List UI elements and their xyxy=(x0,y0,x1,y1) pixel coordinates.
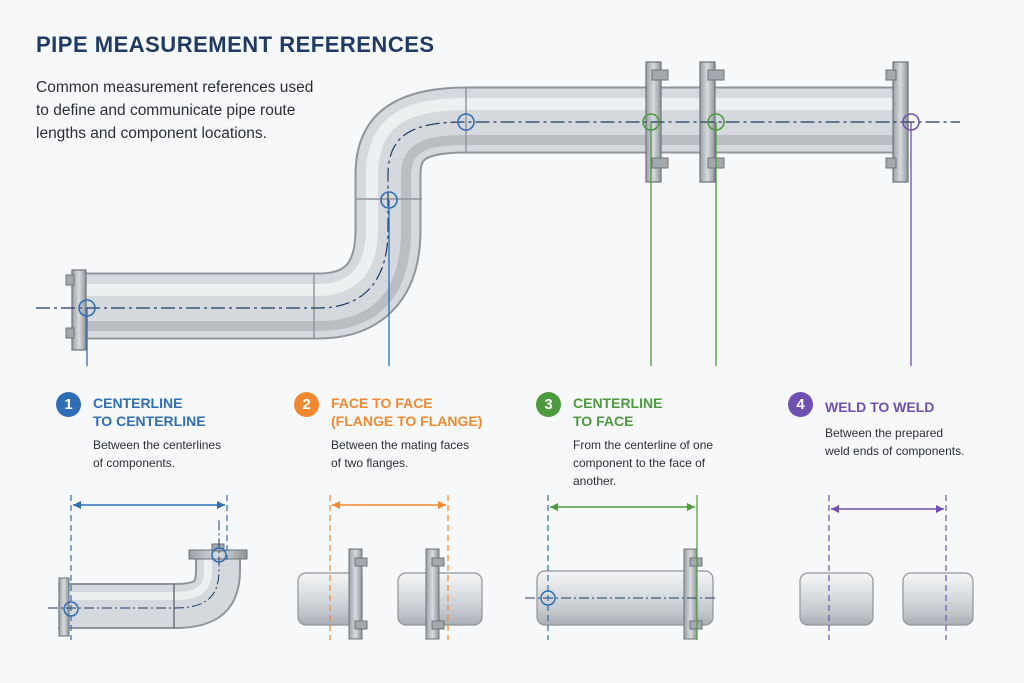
section-description: Between the mating faces of two flanges. xyxy=(331,438,470,470)
example-flange xyxy=(348,548,363,640)
main-centerline xyxy=(36,121,960,309)
main-pipe-shadow xyxy=(84,135,900,331)
pipe-segment xyxy=(799,572,874,626)
flange-bolt xyxy=(65,274,75,286)
section-title: FACE TO FACE (FLANGE TO FLANGE) xyxy=(331,395,483,429)
flange-bolt xyxy=(431,557,445,567)
flange-bolt xyxy=(354,620,368,630)
elbow-pipe-body xyxy=(58,549,239,627)
example-centerline-to-centerline xyxy=(48,495,248,640)
dimension-arrow xyxy=(332,501,340,509)
elbow-pipe-highlight xyxy=(58,558,212,600)
dimension-arrow xyxy=(936,505,944,513)
section-number-badge: 2 xyxy=(294,392,319,417)
section-number-badge: 4 xyxy=(788,392,813,417)
pipe-segment xyxy=(397,572,483,626)
section-title: CENTERLINE TO FACE xyxy=(573,395,663,429)
subtitle-line: to define and communicate pipe route xyxy=(36,102,296,119)
flange-bolt xyxy=(651,69,669,81)
flange-bolt xyxy=(354,557,368,567)
page-subtitle: Common measurement references used to de… xyxy=(36,76,336,145)
section-title: WELD TO WELD xyxy=(825,399,935,415)
flange-bolt xyxy=(707,69,725,81)
example-centerline-to-face xyxy=(525,495,716,640)
example-flange xyxy=(425,548,440,640)
flange-bolt xyxy=(885,157,897,169)
page-title: PIPE MEASUREMENT REFERENCES xyxy=(36,32,435,57)
flange-bolt xyxy=(651,157,669,169)
flange-bolt xyxy=(689,557,703,567)
section-description: From the centerline of one component to … xyxy=(573,438,714,488)
reference-marker xyxy=(211,547,227,563)
dimension-arrow xyxy=(438,501,446,509)
example-weld-to-weld xyxy=(799,495,974,640)
section-description: Between the centerlines of components. xyxy=(93,438,222,470)
flange-bolt xyxy=(431,620,445,630)
dimension-arrow xyxy=(550,503,558,511)
pipe-segment xyxy=(902,572,974,626)
example-centerline xyxy=(48,520,220,609)
main-pipe-body xyxy=(84,88,900,338)
section-title: CENTERLINE TO CENTERLINE xyxy=(93,395,206,429)
subtitle-line: lengths and component locations. xyxy=(36,125,267,142)
dimension-arrow xyxy=(687,503,695,511)
flange-bolt xyxy=(885,69,897,81)
dimension-arrow xyxy=(831,505,839,513)
reference-marker xyxy=(457,113,475,131)
main-pipe-route xyxy=(36,61,960,366)
example-face-to-face xyxy=(297,495,483,640)
dimension-arrow xyxy=(217,501,225,509)
section-number-badge: 3 xyxy=(536,392,561,417)
flange-bolt xyxy=(65,327,75,339)
section-description: Between the prepared weld ends of compon… xyxy=(825,426,965,458)
flange-bolt xyxy=(689,620,703,630)
dimension-arrow xyxy=(73,501,81,509)
main-pipe-highlight xyxy=(84,98,900,296)
section-number-badge: 1 xyxy=(56,392,81,417)
subtitle-line: Common measurement references used xyxy=(36,79,314,96)
